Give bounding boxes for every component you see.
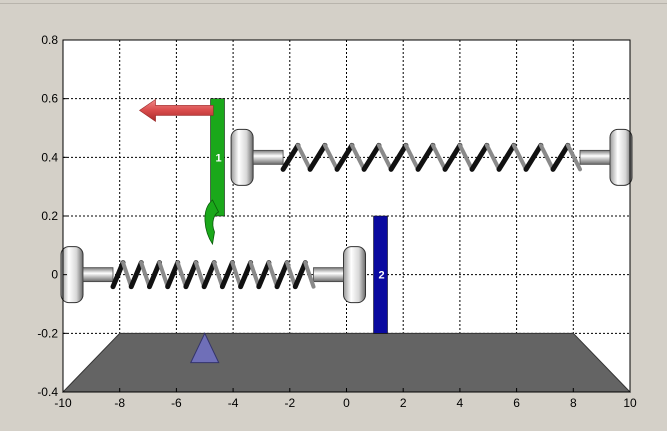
spring-rod (252, 149, 284, 165)
y-tick-label: 0.4 (41, 150, 58, 164)
spring-coil-front (334, 142, 355, 172)
toolbar-separator (0, 3, 667, 4)
spring-coil-front (415, 142, 436, 172)
spring-coil-back (193, 260, 207, 289)
spring-coil-front (550, 142, 571, 172)
spring-end-cap (609, 128, 633, 186)
block-label: 2 (378, 270, 384, 282)
force-arrow (139, 98, 214, 122)
x-tick-label: 4 (457, 396, 464, 410)
y-tick-label: 0.8 (41, 33, 58, 47)
x-tick-label: -2 (284, 396, 295, 410)
spring-coil-back (303, 260, 316, 289)
spring-coil-back (322, 143, 340, 172)
tick-layer: -10 -8 -6 -4 -2 0 2 4 6 8 10 -0.4 -0.2 0 0.2 0.4 0.6 0.8 (37, 33, 637, 410)
y-tick-label: -0.2 (37, 326, 58, 340)
spring-coil-back (376, 143, 394, 172)
x-tick-label: 0 (343, 396, 350, 410)
spring-rod (82, 267, 114, 283)
spring-coil-back (139, 260, 152, 289)
spring-coil-front (146, 260, 162, 290)
spring-coil-back (266, 260, 280, 289)
x-tick-label: -8 (114, 396, 125, 410)
y-tick-label: 0 (51, 268, 58, 282)
spring-coil-back (349, 143, 367, 172)
x-tick-label: -6 (171, 396, 182, 410)
x-tick-label: -4 (228, 396, 239, 410)
x-tick-label: 2 (400, 396, 407, 410)
x-tick-label: 6 (513, 396, 520, 410)
spring-coil-front (201, 260, 217, 290)
spring-coil-front (442, 142, 463, 172)
ground-layer (61, 332, 632, 393)
spring-coil-back (565, 143, 582, 172)
spring-coil-back (538, 143, 556, 172)
spring-coil-front (307, 142, 328, 172)
block-layer: 12 (204, 98, 388, 334)
block-2: 2 (373, 215, 388, 334)
spring-coil-back (175, 260, 188, 289)
spring-coil-back (457, 143, 475, 172)
spring-coil-front (469, 142, 490, 172)
spring-coil-front (128, 260, 144, 290)
spring-coil-front (280, 142, 301, 172)
spring-rod (313, 267, 344, 283)
spring-end-cap (230, 128, 254, 186)
spring-coil-front (165, 260, 181, 290)
spring-coil-front (110, 260, 126, 290)
block-body (210, 98, 225, 217)
spring-coil-back (430, 143, 448, 172)
spring-coil-back (157, 260, 170, 289)
spring-coil-back (285, 260, 298, 289)
spring-coil-front (523, 142, 544, 172)
spring-coil-front (496, 142, 517, 172)
block-label: 1 (215, 152, 221, 164)
spring-coil-back (230, 260, 243, 289)
x-tick-label: 8 (570, 396, 577, 410)
block-1: 1 (210, 98, 225, 217)
spring-coil-back (121, 260, 134, 289)
spring-coil-front (256, 260, 272, 290)
spring-coil-front (274, 260, 290, 290)
spring-lower (60, 246, 367, 304)
y-tick-label: 0.2 (41, 209, 58, 223)
spring-coil-back (511, 143, 529, 172)
arrow-layer (139, 98, 214, 122)
y-tick-label: 0.6 (41, 92, 58, 106)
spring-coil-front (219, 260, 235, 290)
spring-rod (579, 149, 611, 165)
spring-coil-front (388, 142, 409, 172)
spring-coil-front (238, 260, 254, 290)
spring-end-cap (343, 246, 367, 304)
spring-coil-back (248, 260, 261, 289)
spring-coil-back (484, 143, 502, 172)
spring-coil-back (212, 260, 225, 289)
block-body (373, 215, 388, 334)
x-tick-label: 10 (623, 396, 637, 410)
ground-platform (61, 332, 632, 393)
spring-coil-front (292, 260, 308, 290)
y-tick-label: -0.4 (37, 385, 58, 399)
spring-coil-back (403, 143, 421, 172)
block-1-foot (204, 199, 220, 246)
spring-coil-front (183, 260, 199, 290)
spring-upper (230, 128, 633, 186)
spring-coil-back (295, 143, 313, 172)
pivot-triangle-marker (189, 332, 220, 364)
spring-coil-front (361, 142, 382, 172)
spring-layer (60, 128, 633, 304)
x-tick-label: -10 (54, 396, 72, 410)
